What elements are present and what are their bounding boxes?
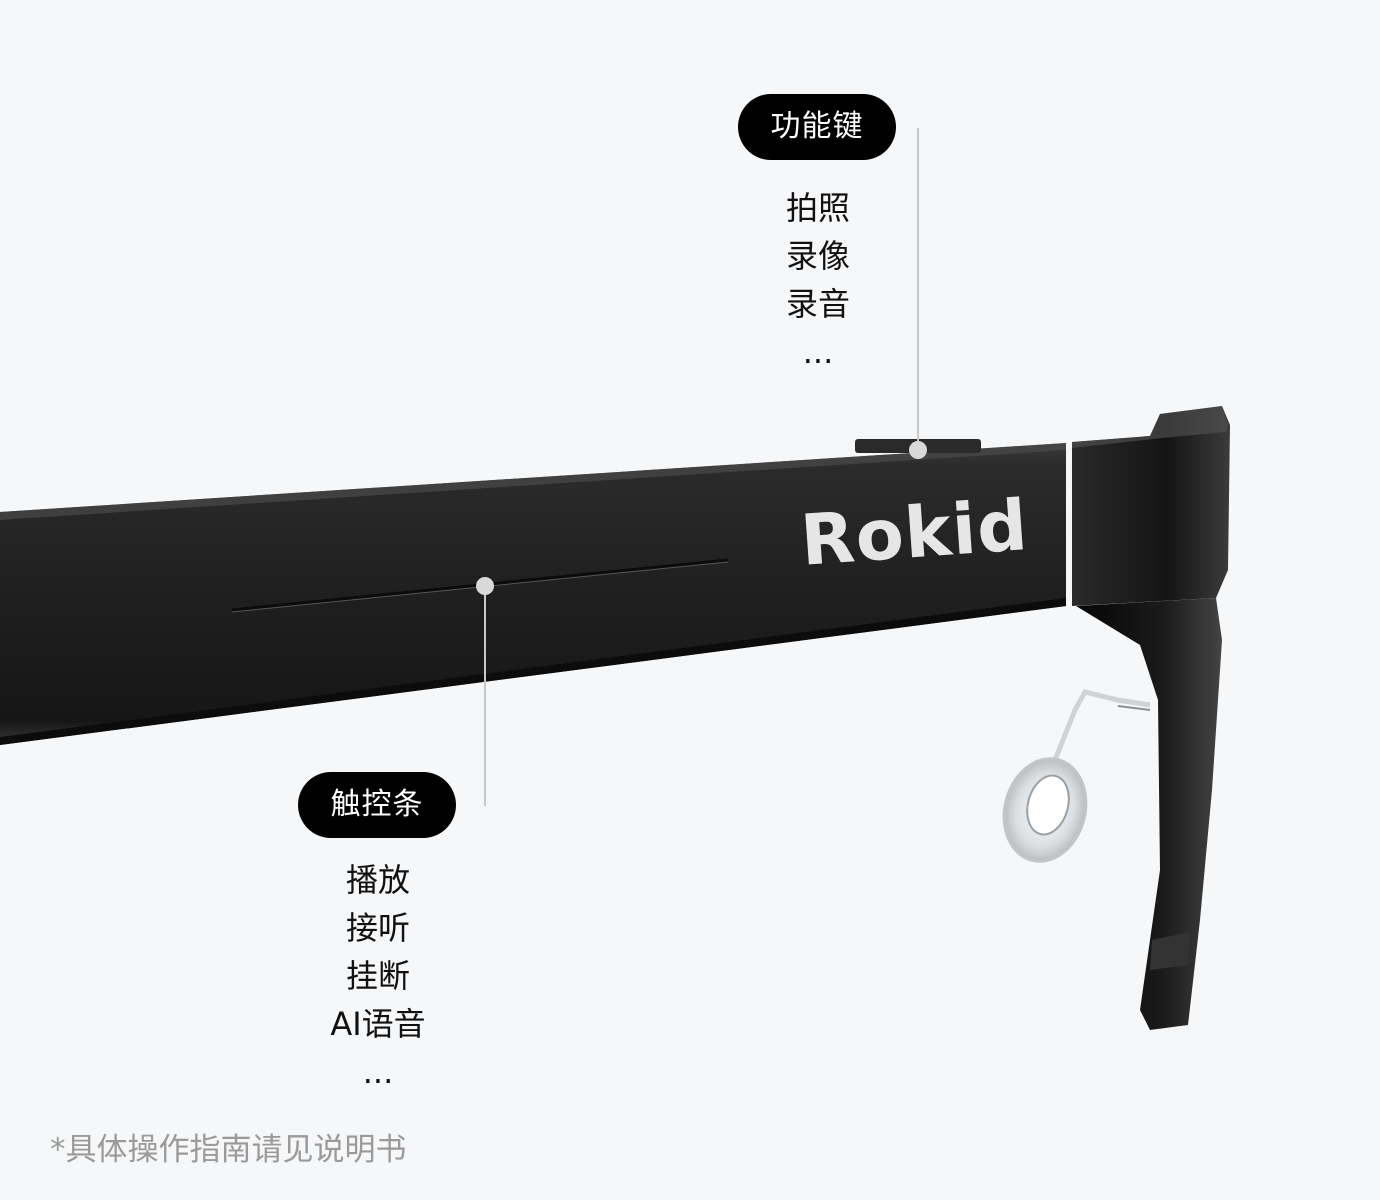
feature-item: AI语音	[330, 1005, 426, 1043]
feature-item: 挂断	[345, 957, 410, 995]
feature-item: 拍照	[785, 189, 850, 227]
feature-item: ...	[802, 333, 834, 371]
nose-pad	[1002, 689, 1151, 863]
hinge-block	[1072, 406, 1230, 606]
function-key-feature-list: 拍照 录像 录音 ...	[740, 184, 896, 376]
feature-item: 录像	[785, 237, 850, 275]
function-key-marker	[909, 441, 927, 459]
function-key-label: 功能键	[738, 94, 896, 160]
feature-item: 播放	[345, 861, 410, 899]
feature-item: 接听	[345, 909, 410, 947]
footnote-text: *具体操作指南请见说明书	[50, 1132, 407, 1168]
rokid-logo: Rokid	[798, 484, 1031, 582]
feature-item: ...	[362, 1053, 394, 1091]
touch-bar-feature-list: 播放 接听 挂断 AI语音 ...	[300, 856, 456, 1096]
feature-item: 录音	[785, 285, 850, 323]
frame-front-leg	[1076, 598, 1222, 1030]
touch-bar-label: 触控条	[298, 772, 456, 838]
temple-arm	[0, 443, 1066, 745]
touch-bar-marker	[476, 577, 494, 595]
